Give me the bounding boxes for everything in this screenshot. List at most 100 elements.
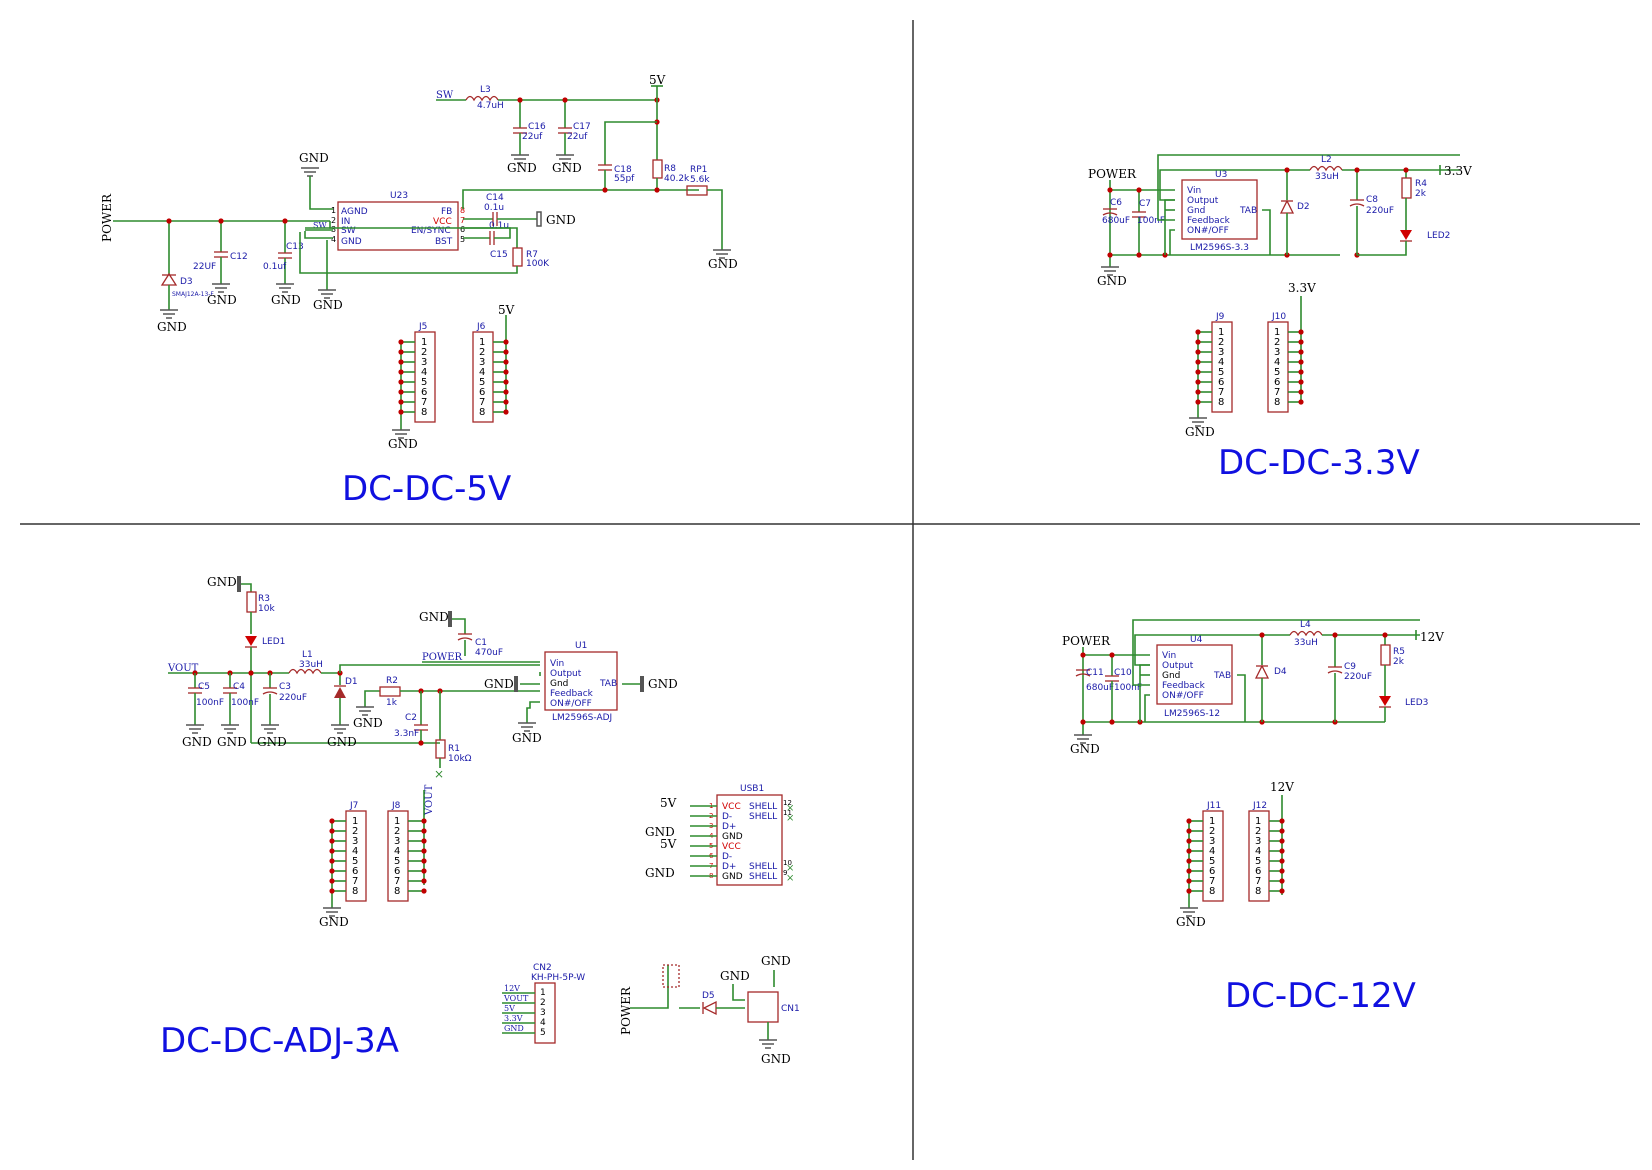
svg-text:Output: Output bbox=[1187, 196, 1219, 206]
usb-shell-label: SHELL bbox=[749, 872, 777, 882]
svg-text:GND: GND bbox=[319, 915, 349, 929]
svg-text:TAB: TAB bbox=[1239, 206, 1257, 216]
svg-text:LM2596S-3.3: LM2596S-3.3 bbox=[1190, 243, 1249, 253]
svg-text:GND: GND bbox=[353, 716, 383, 730]
svg-text:J8: J8 bbox=[391, 801, 401, 811]
svg-text:C12: C12 bbox=[230, 252, 248, 262]
svg-text:GND: GND bbox=[271, 293, 301, 307]
svg-text:Gnd: Gnd bbox=[1187, 206, 1205, 216]
svg-text:C13: C13 bbox=[286, 242, 304, 252]
header-pin-number: 4 bbox=[1255, 846, 1261, 857]
svg-text:C14: C14 bbox=[486, 193, 504, 203]
svg-text:C9: C9 bbox=[1344, 662, 1356, 672]
svg-text:TAB: TAB bbox=[1213, 671, 1231, 681]
svg-text:L2: L2 bbox=[1321, 155, 1332, 165]
svg-text:1k: 1k bbox=[386, 698, 398, 708]
svg-text:Feedback: Feedback bbox=[550, 689, 594, 699]
svg-text:C3: C3 bbox=[279, 682, 291, 692]
header-pin-number: 3 bbox=[352, 836, 358, 847]
header-pin-number: 5 bbox=[1255, 856, 1261, 867]
svg-text:GND: GND bbox=[645, 825, 675, 839]
svg-text:POWER: POWER bbox=[1062, 634, 1111, 648]
header-pin-number: 7 bbox=[479, 397, 485, 408]
header-pin-number: 5 bbox=[394, 856, 400, 867]
svg-text:R3: R3 bbox=[258, 594, 270, 604]
header-pin-number: 5 bbox=[1274, 367, 1280, 378]
svg-text:AGND: AGND bbox=[341, 207, 368, 217]
svg-text:9: 9 bbox=[783, 869, 787, 877]
svg-text:Feedback: Feedback bbox=[1162, 681, 1206, 691]
svg-text:0.1u: 0.1u bbox=[489, 221, 509, 231]
cn2-net-label: 5V bbox=[504, 1004, 515, 1013]
svg-text:Feedback: Feedback bbox=[1187, 216, 1231, 226]
header-pin-number: 8 bbox=[421, 407, 427, 418]
header-pin-number: 1 bbox=[421, 337, 427, 348]
svg-text:LED2: LED2 bbox=[1427, 231, 1450, 241]
header-pin-number: 2 bbox=[394, 826, 400, 837]
header-pin-number: 2 bbox=[479, 347, 485, 358]
header-pin-number: 1 bbox=[479, 337, 485, 348]
svg-text:C17: C17 bbox=[573, 122, 591, 132]
header-pin-number: 4 bbox=[352, 846, 358, 857]
svg-text:5V: 5V bbox=[660, 796, 677, 810]
header-pin-number: 8 bbox=[1218, 397, 1224, 408]
header-pin-number: 1 bbox=[394, 816, 400, 827]
svg-text:1: 1 bbox=[540, 988, 546, 998]
svg-text:C2: C2 bbox=[405, 713, 417, 723]
svg-text:3.3nF: 3.3nF bbox=[394, 729, 419, 739]
header-pin-number: 1 bbox=[1209, 816, 1215, 827]
usb-pin-label: VCC bbox=[722, 802, 741, 812]
header-pin-number: 6 bbox=[421, 387, 427, 398]
svg-text:680uF: 680uF bbox=[1086, 683, 1114, 693]
block-dcdc-3v3: POWER GND C6 680uF C7 100nF U3 Vin Outpu… bbox=[1088, 154, 1472, 439]
svg-text:C15: C15 bbox=[490, 250, 508, 260]
header-pin-number: 3 bbox=[1209, 836, 1215, 847]
svg-text:GND: GND bbox=[207, 293, 237, 307]
header-pin-number: 7 bbox=[352, 876, 358, 887]
svg-text:10kΩ: 10kΩ bbox=[448, 754, 472, 764]
svg-text:12V: 12V bbox=[1420, 630, 1444, 644]
header-pin-number: 7 bbox=[1255, 876, 1261, 887]
usb1-body bbox=[716, 794, 783, 886]
svg-text:D2: D2 bbox=[1297, 202, 1310, 212]
svg-text:TAB: TAB bbox=[599, 679, 617, 689]
svg-text:GND: GND bbox=[1176, 915, 1206, 929]
svg-text:VCC: VCC bbox=[433, 217, 452, 227]
svg-text:Vin: Vin bbox=[1187, 186, 1201, 196]
svg-text:C6: C6 bbox=[1110, 198, 1122, 208]
svg-text:BST: BST bbox=[435, 237, 453, 247]
header-j5 bbox=[414, 331, 436, 423]
svg-text:R4: R4 bbox=[1415, 179, 1427, 189]
svg-text:C16: C16 bbox=[528, 122, 546, 132]
svg-text:VOUT: VOUT bbox=[424, 784, 435, 816]
usb-shell-label: SHELL bbox=[749, 862, 777, 872]
svg-text:100nF: 100nF bbox=[231, 698, 259, 708]
svg-text:33uH: 33uH bbox=[1294, 638, 1318, 648]
svg-text:GND: GND bbox=[388, 437, 418, 451]
title-dcdc-12v: DC-DC-12V bbox=[1225, 976, 1416, 1016]
svg-text:GND: GND bbox=[761, 954, 791, 968]
header-pin-number: 6 bbox=[352, 866, 358, 877]
svg-text:2: 2 bbox=[331, 216, 336, 225]
usb-pin-label: D+ bbox=[722, 862, 736, 872]
svg-text:680uF: 680uF bbox=[1102, 216, 1130, 226]
header-pin-number: 7 bbox=[394, 876, 400, 887]
svg-text:22uf: 22uf bbox=[522, 132, 543, 142]
svg-text:ON#/OFF: ON#/OFF bbox=[1187, 226, 1229, 236]
svg-text:5V: 5V bbox=[660, 837, 677, 851]
svg-text:4.7uH: 4.7uH bbox=[477, 101, 504, 111]
svg-text:D1: D1 bbox=[345, 677, 358, 687]
svg-text:0.1uf: 0.1uf bbox=[263, 262, 287, 272]
svg-text:×: × bbox=[786, 803, 794, 814]
header-pin-number: 8 bbox=[352, 886, 358, 897]
svg-text:POWER: POWER bbox=[619, 986, 633, 1035]
header-pin-number: 7 bbox=[1274, 387, 1280, 398]
svg-text:5V: 5V bbox=[649, 73, 666, 87]
svg-text:GND: GND bbox=[552, 161, 582, 175]
cn2-net-label: GND bbox=[504, 1024, 524, 1033]
